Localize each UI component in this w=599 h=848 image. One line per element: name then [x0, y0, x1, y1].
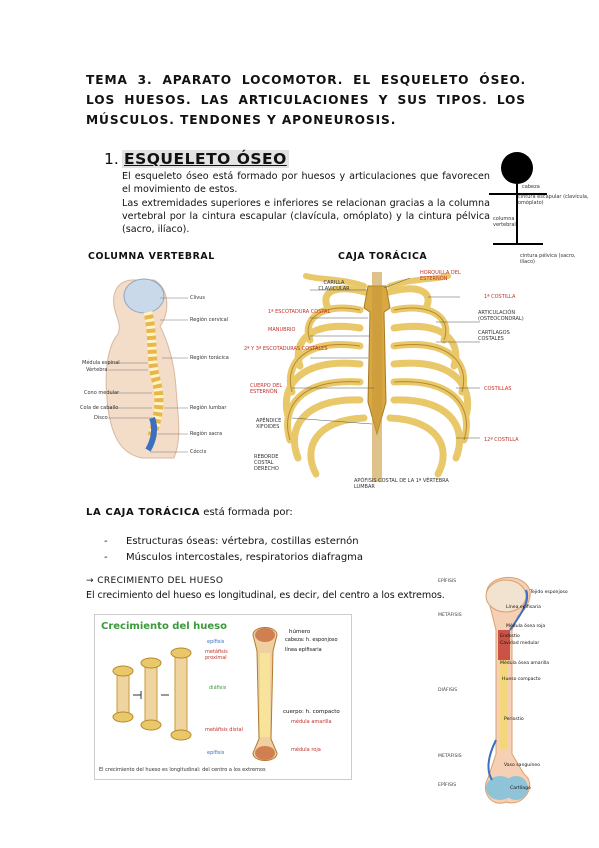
bone-left-metafisis-top: METÁFISIS	[438, 613, 462, 618]
spine-label-disco: Disco	[94, 415, 108, 421]
caja-intro-rest: está formada por:	[200, 507, 293, 518]
label-cintura-escapular: cintura escapular (clavícula, omóplato)	[518, 194, 589, 206]
bone-right-endostio: Endostio	[500, 634, 520, 639]
cartilage-bottom-right	[504, 776, 528, 800]
red-marrow	[498, 630, 510, 660]
growth-label-epifisis-bottom: epífisis	[207, 750, 225, 756]
rib-label-cartilagos: CARTÍLAGOS COSTALES	[478, 330, 510, 342]
rib-label-horquilla: HORQUILLA DEL ESTERNÓN	[420, 270, 461, 282]
ribcage-figure	[282, 272, 480, 482]
growth-callout-medula-roja: médula roja	[291, 747, 321, 753]
clavicle-right	[387, 273, 451, 289]
bone-left-metafisis-bottom: METÁFISIS	[438, 754, 462, 759]
rib-label-reborde: REBORDE COSTAL DERECHO	[254, 454, 279, 472]
rib-label-xifoides: APÉNDICE XIFOIDES	[256, 418, 282, 430]
bone-right-linea: Línea epifisaria	[506, 605, 541, 610]
spinal-column	[143, 310, 164, 438]
paragraph-extremidades: Las extremidades superiores e inferiores…	[122, 198, 490, 235]
thoracic-spine	[372, 272, 382, 482]
growth-label-epifisis-top: epífisis	[207, 639, 225, 645]
growth-stages-svg	[112, 647, 192, 741]
spine-label-coccix: Cóccix	[190, 449, 207, 455]
paragraph-esqueleto: El esqueleto óseo está formado por hueso…	[122, 171, 490, 195]
rib-label-costilla1: 1ª COSTILLA	[484, 294, 516, 300]
rib-label-carilla: CARILLA CLAVICULAR	[318, 280, 350, 292]
rib-label-escotadura1: 1ª ESCOTADURA COSTAL	[268, 309, 331, 315]
section-title: ESQUELETO ÓSEO	[122, 150, 289, 168]
bullet-text: Estructuras óseas: vértebra, costillas e…	[126, 536, 359, 547]
bone-right-vaso: Vaso sanguíneo	[504, 763, 541, 768]
columna-heading: COLUMNA VERTEBRAL	[88, 251, 215, 262]
epiphysis-top	[485, 579, 527, 613]
spine-label-medula: Médula espinal	[82, 360, 120, 366]
bone-right-cartilago: Cartílago	[510, 786, 531, 791]
bone-left-diafisis: DIÁFISIS	[438, 688, 458, 693]
bone-right-medula-amarilla: Médula ósea amarilla	[500, 661, 550, 666]
long-bone-figure	[484, 576, 531, 804]
label-cabeza: cabeza	[522, 184, 540, 190]
bone-left-epifisis-top: EPÍFISIS	[438, 579, 457, 584]
spine-label-cervical: Región cervical	[190, 317, 229, 323]
rib-label-apofisis: APÓFISIS COSTAL DE LA 1ª VÉRTEBRA LUMBAR	[354, 478, 449, 490]
clavicle-left	[303, 273, 367, 289]
bone-right-periostio: Periostio	[504, 717, 524, 722]
growth-callout-linea: línea epifisaria	[285, 647, 322, 653]
head-circle	[501, 152, 533, 184]
bone-left-epifisis-bottom: EPÍFISIS	[438, 783, 457, 788]
page-title: TEMA 3. APARATO LOCOMOTOR. EL ESQUELETO …	[86, 73, 526, 127]
bullet-text: Músculos intercostales, respiratorios di…	[126, 552, 364, 563]
label-cintura-pelvica: cintura pélvica (sacro, ilíaco)	[520, 253, 576, 265]
spine-label-cola: Cola de caballo	[80, 405, 119, 411]
spine-label-clivus: Clivus	[190, 295, 206, 301]
rib-label-costillas: COSTILLAS	[484, 386, 512, 392]
growth-label-diafisis: diáfisis	[209, 685, 227, 691]
caja-bullet-list: -Estructuras óseas: vértebra, costillas …	[104, 534, 363, 566]
caja-intro: LA CAJA TORÁCICA está formada por:	[86, 507, 293, 518]
caja-heading: CAJA TORÁCICA	[338, 251, 428, 262]
rib-label-cuerpo-esternon: CUERPO DEL ESTERNÓN	[250, 383, 283, 395]
skull-shape	[123, 278, 165, 314]
growth-label-metafisis-dist: metáfisis distal	[205, 727, 243, 733]
label-columna: columna vertebral	[493, 216, 516, 228]
spine-label-lumbar: Región lumbar	[190, 405, 227, 411]
bone-right-tejido: Tejido esponjoso	[530, 590, 568, 595]
list-item: -Músculos intercostales, respiratorios d…	[104, 552, 364, 563]
rib-label-manubrio: MANUBRIO	[268, 327, 296, 333]
growth-callout-cabeza: cabeza: h. esponjoso	[285, 637, 338, 643]
spine-figure	[105, 278, 188, 459]
rib-label-escotaduras: 2ª Y 3ª ESCOTADURAS COSTALES	[244, 346, 328, 352]
sacrum-shape	[145, 416, 158, 452]
crecimiento-heading: → CRECIMIENTO DEL HUESO	[86, 576, 224, 586]
list-item: -Estructuras óseas: vértebra, costillas …	[104, 536, 359, 547]
bone-right-medula-roja: Médula ósea roja	[506, 624, 546, 629]
growth-figure-title: Crecimiento del hueso	[101, 621, 227, 632]
bone-right-hueso-compacto: Hueso compacto	[502, 677, 541, 682]
spine-label-toracica: Región torácica	[190, 355, 229, 361]
crecimiento-text: El crecimiento del hueso es longitudinal…	[86, 590, 445, 601]
rib-label-costilla12: 12ª COSTILLA	[484, 437, 519, 443]
stick-figure-diagram	[489, 152, 547, 245]
yellow-marrow	[500, 660, 508, 750]
growth-callout-medula-amarilla: médula amarilla	[291, 719, 332, 725]
growth-callout-cuerpo: cuerpo: h. compacto	[283, 709, 340, 715]
growth-figure: Crecimiento del hueso epífisis metáfisis…	[94, 614, 352, 780]
humerus-svg	[252, 627, 278, 761]
growth-label-metafisis-prox: metáfisis proximal	[205, 649, 228, 661]
blood-vessel-top	[509, 589, 529, 631]
blood-vessel-bottom	[487, 739, 497, 781]
caja-intro-bold: LA CAJA TORÁCICA	[86, 507, 201, 518]
bone-right-cavidad: Cavidad medular	[500, 641, 540, 646]
growth-figure-caption: El crecimiento del hueso es longitudinal…	[99, 767, 266, 773]
spine-label-sacra: Región sacra	[190, 431, 223, 437]
section-number: 1.	[104, 150, 119, 168]
growth-humerus-label: húmero	[289, 629, 311, 635]
spine-label-cono: Cono medular	[84, 390, 120, 396]
spine-label-vertebra: Vértebra	[86, 367, 108, 373]
rib-label-articulacion: ARTICULACIÓN (OSTEOCONDRAL)	[478, 310, 524, 322]
